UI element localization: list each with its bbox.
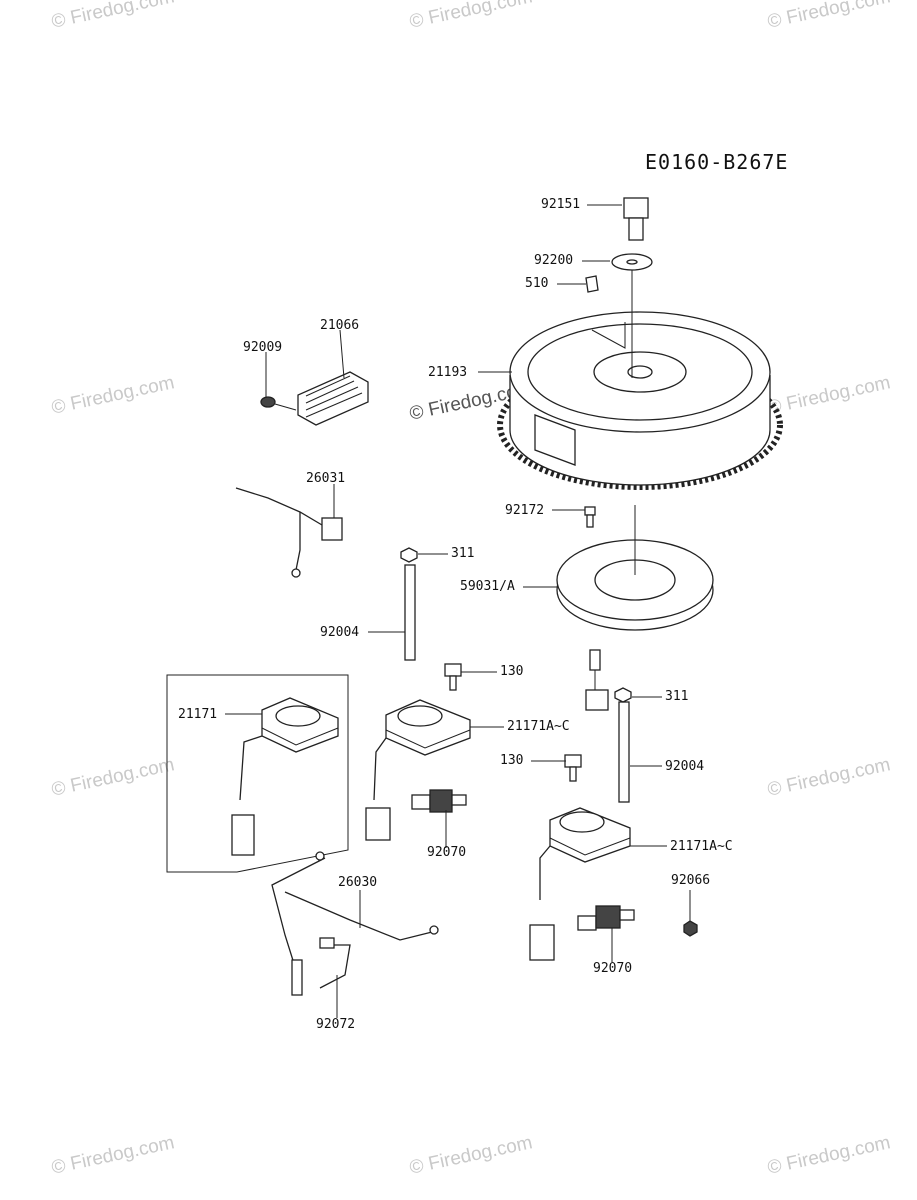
spark-plug-92070[interactable] — [411, 789, 467, 813]
part-label-311[interactable]: 311 — [451, 546, 475, 561]
part-label-26031[interactable]: 26031 — [306, 471, 346, 486]
nut-92066[interactable] — [683, 920, 698, 937]
bolt-130[interactable] — [564, 754, 582, 782]
nut-311[interactable] — [400, 547, 418, 563]
bolt-92151[interactable] — [623, 197, 649, 241]
part-label-311[interactable]: 311 — [665, 689, 689, 704]
part-label-92200[interactable]: 92200 — [534, 253, 574, 268]
nut-311[interactable] — [614, 687, 632, 703]
part-label-92072[interactable]: 92072 — [316, 1017, 356, 1032]
part-label-21171a-c[interactable]: 21171A~C — [670, 839, 733, 854]
part-label-130[interactable]: 130 — [500, 753, 524, 768]
part-label-21171a-c[interactable]: 21171A~C — [507, 719, 570, 734]
spark-plug-92070[interactable] — [577, 905, 635, 931]
tube-92072[interactable] — [319, 937, 351, 989]
stator-59031a[interactable] — [556, 539, 714, 711]
part-label-59031a[interactable]: 59031/A — [460, 579, 515, 594]
inset-box — [166, 674, 349, 873]
part-label-92066[interactable]: 92066 — [671, 873, 711, 888]
part-label-21193[interactable]: 21193 — [428, 365, 468, 380]
part-label-92004[interactable]: 92004 — [320, 625, 360, 640]
part-label-26030[interactable]: 26030 — [338, 875, 378, 890]
screw-92172[interactable] — [584, 506, 596, 528]
part-label-21171[interactable]: 21171 — [178, 707, 218, 722]
diagram-code: E0160-B267E — [645, 150, 789, 174]
stud-bolt-92004[interactable] — [404, 564, 416, 661]
stud-bolt-92004[interactable] — [618, 701, 630, 803]
part-label-92004[interactable]: 92004 — [665, 759, 705, 774]
ignition-coil-21171a-c[interactable] — [365, 699, 471, 841]
harness-26030[interactable] — [271, 851, 439, 996]
part-label-510[interactable]: 510 — [525, 276, 549, 291]
part-label-92172[interactable]: 92172 — [505, 503, 545, 518]
ignition-coil-21171[interactable] — [231, 697, 339, 856]
part-label-92070[interactable]: 92070 — [427, 845, 467, 860]
ignition-coil-21171a-c[interactable] — [529, 807, 631, 961]
flywheel-21193[interactable] — [497, 311, 783, 490]
regulator-21066[interactable] — [297, 371, 369, 426]
part-label-92151[interactable]: 92151 — [541, 197, 581, 212]
part-label-130[interactable]: 130 — [500, 664, 524, 679]
part-label-92009[interactable]: 92009 — [243, 340, 283, 355]
harness-26031[interactable] — [235, 487, 343, 578]
bolt-130[interactable] — [444, 663, 462, 691]
part-label-21066[interactable]: 21066 — [320, 318, 360, 333]
part-label-92070[interactable]: 92070 — [593, 961, 633, 976]
key-510[interactable] — [585, 275, 599, 293]
washer-92200[interactable] — [611, 253, 653, 271]
screw-92009[interactable] — [260, 396, 297, 411]
